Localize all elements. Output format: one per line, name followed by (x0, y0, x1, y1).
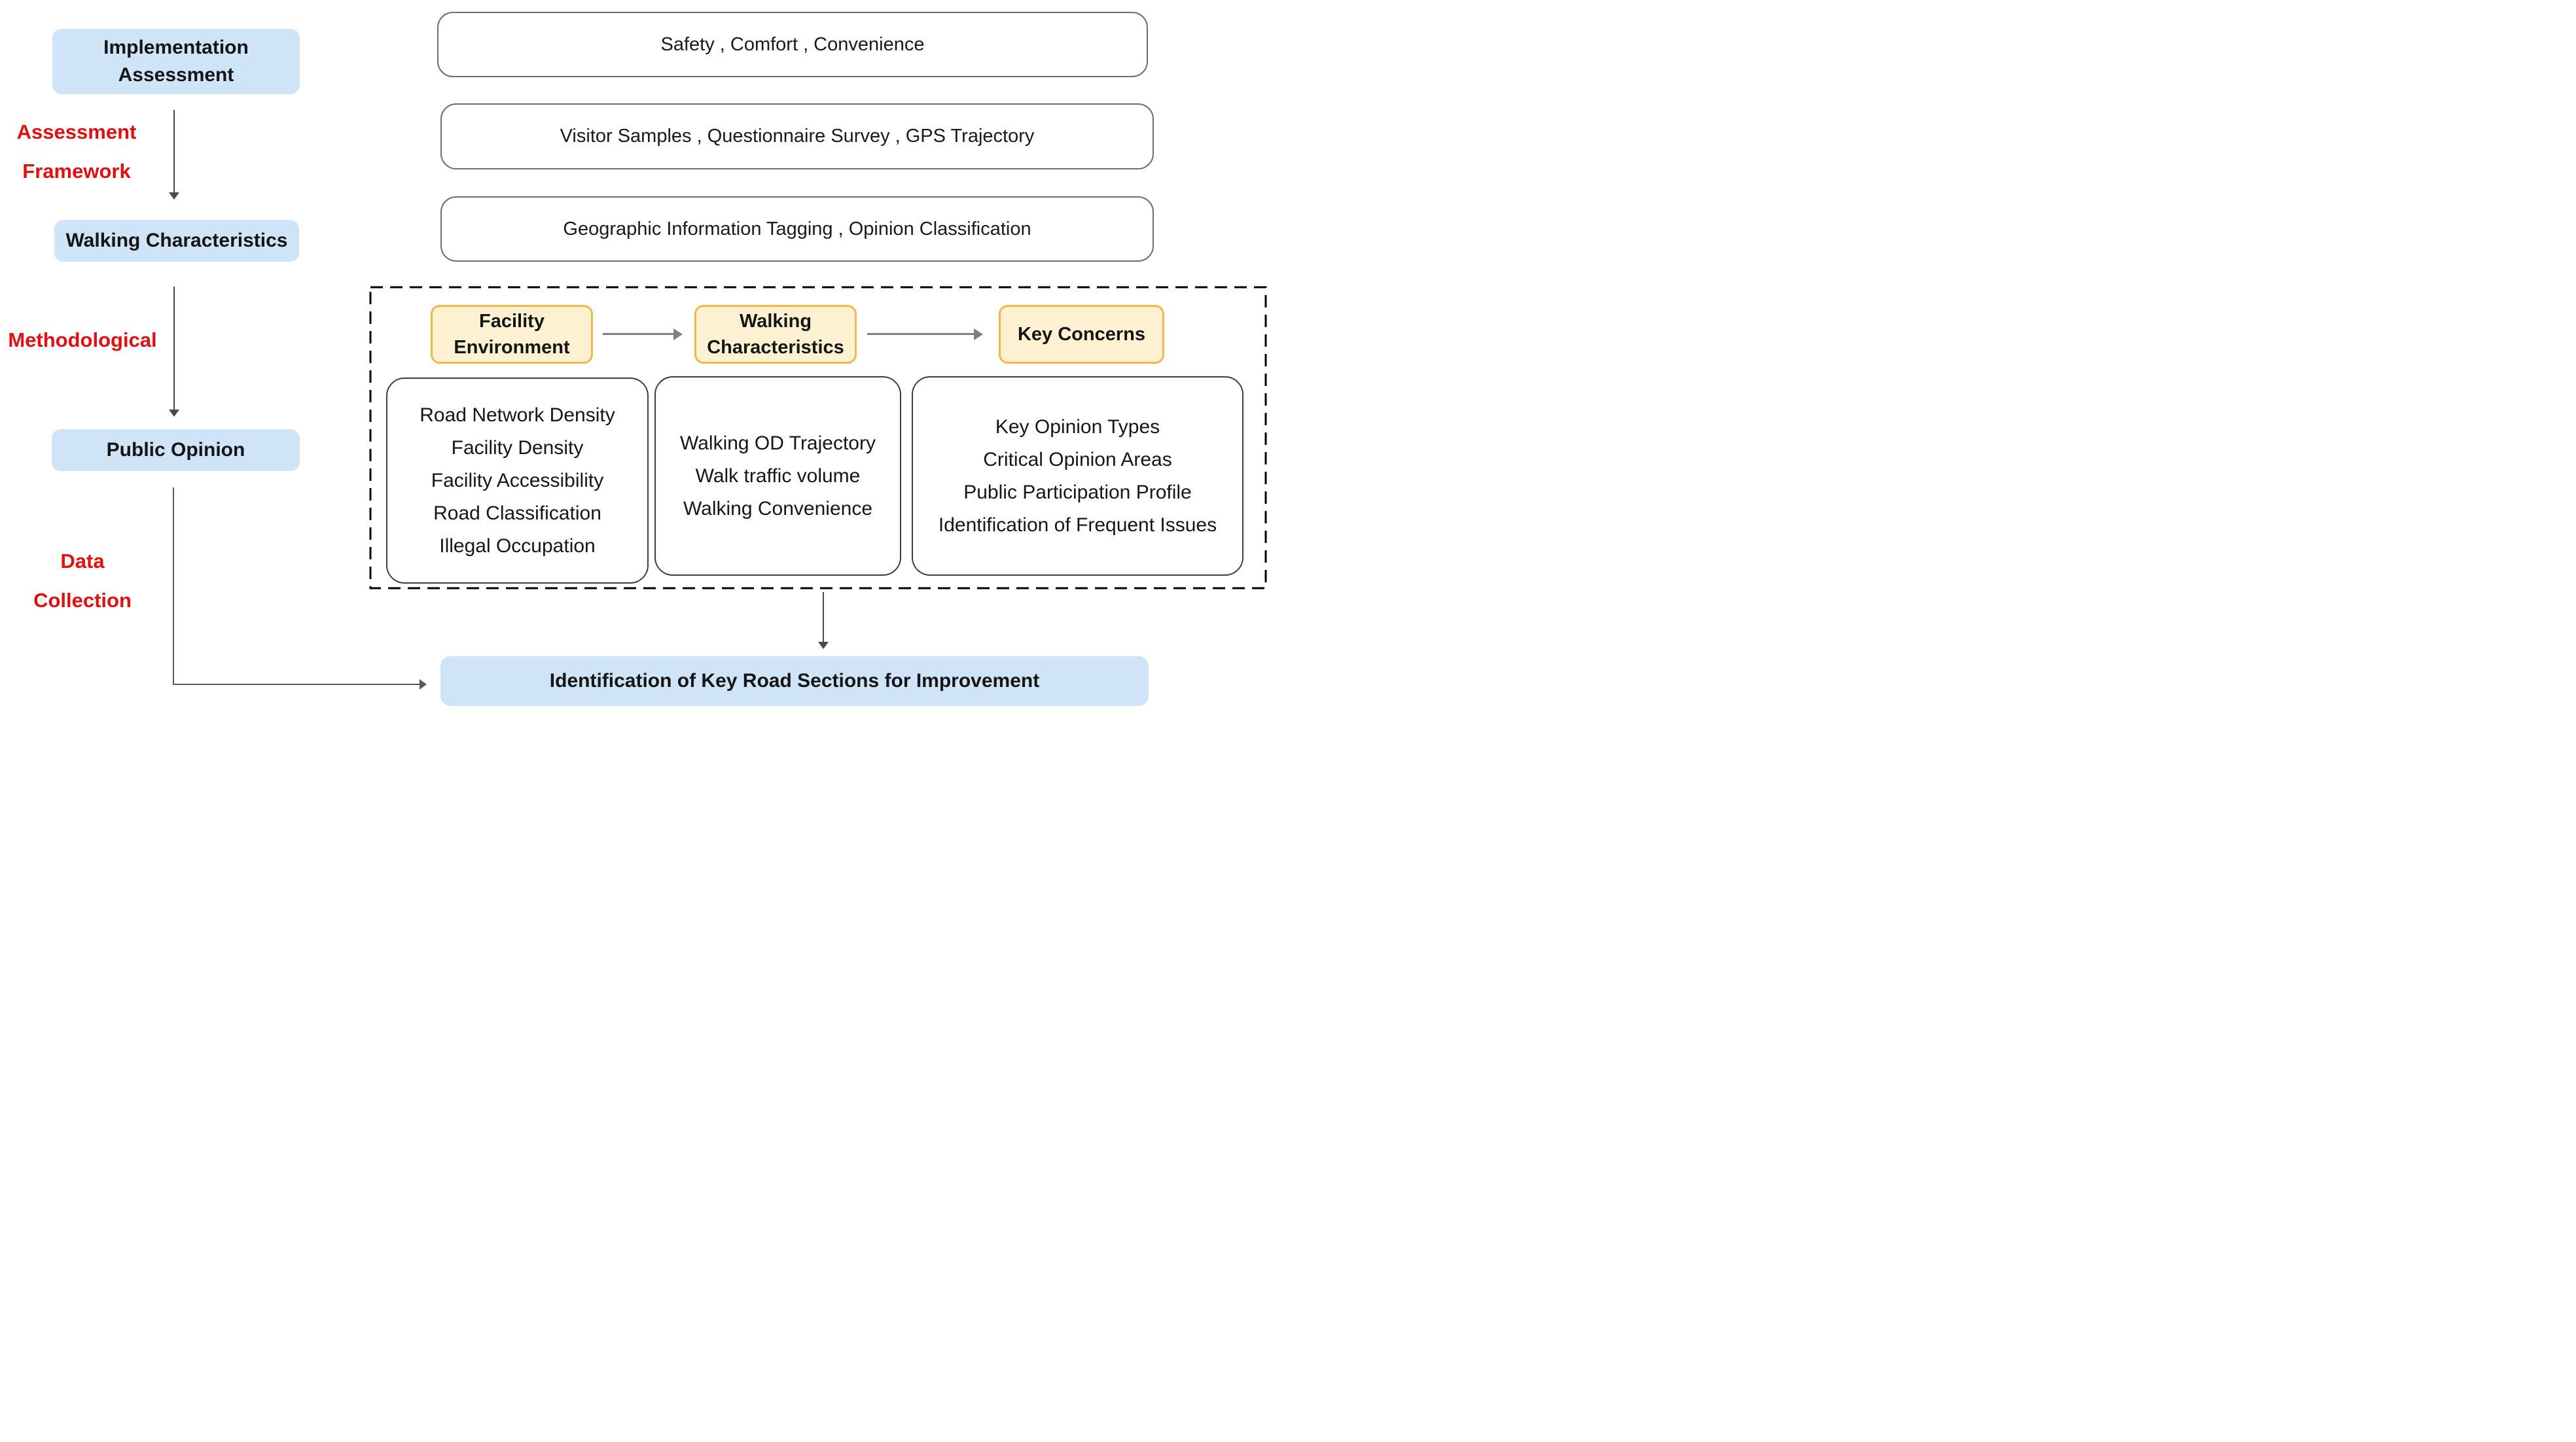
public-opinion-box: Public Opinion (52, 429, 300, 471)
walking-characteristics-analysis-line1: Walking (739, 311, 812, 332)
implementation-assessment-line1: Implementation (103, 37, 249, 58)
processing-text: Geographic Information Tagging , Opinion… (563, 218, 1031, 239)
facility-environment-line1: Facility (479, 311, 545, 332)
key-concerns-box: Key Concerns (999, 305, 1164, 364)
arrow-analysis-to-outcome-head (818, 642, 829, 649)
flow-diagram: Implementation Assessment Assessment Fra… (0, 0, 1288, 721)
arrow-implementation-to-walking-head (169, 192, 179, 200)
concerns-item: Key Opinion Types (995, 415, 1160, 438)
implementation-assessment-line2: Assessment (118, 64, 234, 86)
concerns-item: Critical Opinion Areas (983, 448, 1172, 470)
methodological-label: Methodological (0, 322, 165, 358)
concerns-items-box: Key Opinion Types Critical Opinion Areas… (912, 376, 1243, 576)
facility-item: Road Network Density (420, 404, 615, 426)
arrow-facility-to-walking-head (673, 328, 683, 340)
key-concerns-label: Key Concerns (1017, 324, 1145, 345)
data-collection-label: Data Collection (26, 542, 139, 620)
dashed-border (369, 286, 1267, 589)
facility-environment-box: Facility Environment (431, 305, 593, 364)
concerns-item: Public Participation Profile (963, 481, 1192, 503)
facility-environment-line2: Environment (454, 337, 570, 358)
walking-characteristics-analysis-line2: Characteristics (707, 337, 844, 358)
arrow-facility-to-walking-line (603, 333, 675, 335)
methodological-text: Methodological (8, 328, 157, 351)
facility-item: Illegal Occupation (439, 535, 596, 557)
data-collection-line1: Data (60, 550, 105, 572)
concerns-item: Identification of Frequent Issues (938, 514, 1217, 536)
outcome-text: Identification of Key Road Sections for … (549, 670, 1040, 692)
walking-item: Walk traffic volume (695, 465, 861, 487)
walking-items-box: Walking OD Trajectory Walk traffic volum… (654, 376, 901, 576)
walking-characteristics-box: Walking Characteristics (54, 220, 299, 262)
elbow-connector-vertical (173, 487, 174, 685)
walking-item: Walking Convenience (683, 497, 873, 519)
arrow-implementation-to-walking-line (173, 110, 175, 194)
elbow-connector-head (420, 679, 427, 690)
assessment-framework-line2: Framework (22, 160, 131, 183)
implementation-assessment-box: Implementation Assessment (52, 29, 300, 94)
assessment-framework-label: Assessment Framework (4, 113, 149, 191)
arrow-walking-to-concerns-line (867, 333, 975, 335)
elbow-connector-horizontal (173, 684, 420, 685)
facility-item: Road Classification (433, 502, 601, 524)
criteria-box: Safety , Comfort , Convenience (437, 12, 1148, 77)
walking-characteristics-label: Walking Characteristics (65, 230, 288, 251)
outcome-box: Identification of Key Road Sections for … (440, 656, 1149, 706)
data-sources-text: Visitor Samples , Questionnaire Survey ,… (560, 126, 1035, 147)
assessment-framework-line1: Assessment (16, 120, 137, 143)
arrow-walking-to-public-head (169, 410, 179, 417)
processing-box: Geographic Information Tagging , Opinion… (440, 196, 1154, 262)
public-opinion-label: Public Opinion (106, 439, 245, 461)
facility-item: Facility Accessibility (431, 469, 604, 491)
facility-items-box: Road Network Density Facility Density Fa… (386, 378, 649, 584)
arrow-walking-to-public-line (173, 287, 175, 411)
arrow-analysis-to-outcome-line (823, 592, 824, 643)
walking-characteristics-analysis-box: Walking Characteristics (694, 305, 857, 364)
arrow-walking-to-concerns-head (974, 328, 983, 340)
criteria-text: Safety , Comfort , Convenience (660, 33, 925, 55)
data-collection-line2: Collection (33, 589, 132, 612)
facility-item: Facility Density (451, 436, 584, 459)
walking-item: Walking OD Trajectory (680, 432, 876, 454)
data-sources-box: Visitor Samples , Questionnaire Survey ,… (440, 103, 1154, 169)
analysis-dashed-container (369, 286, 1267, 589)
